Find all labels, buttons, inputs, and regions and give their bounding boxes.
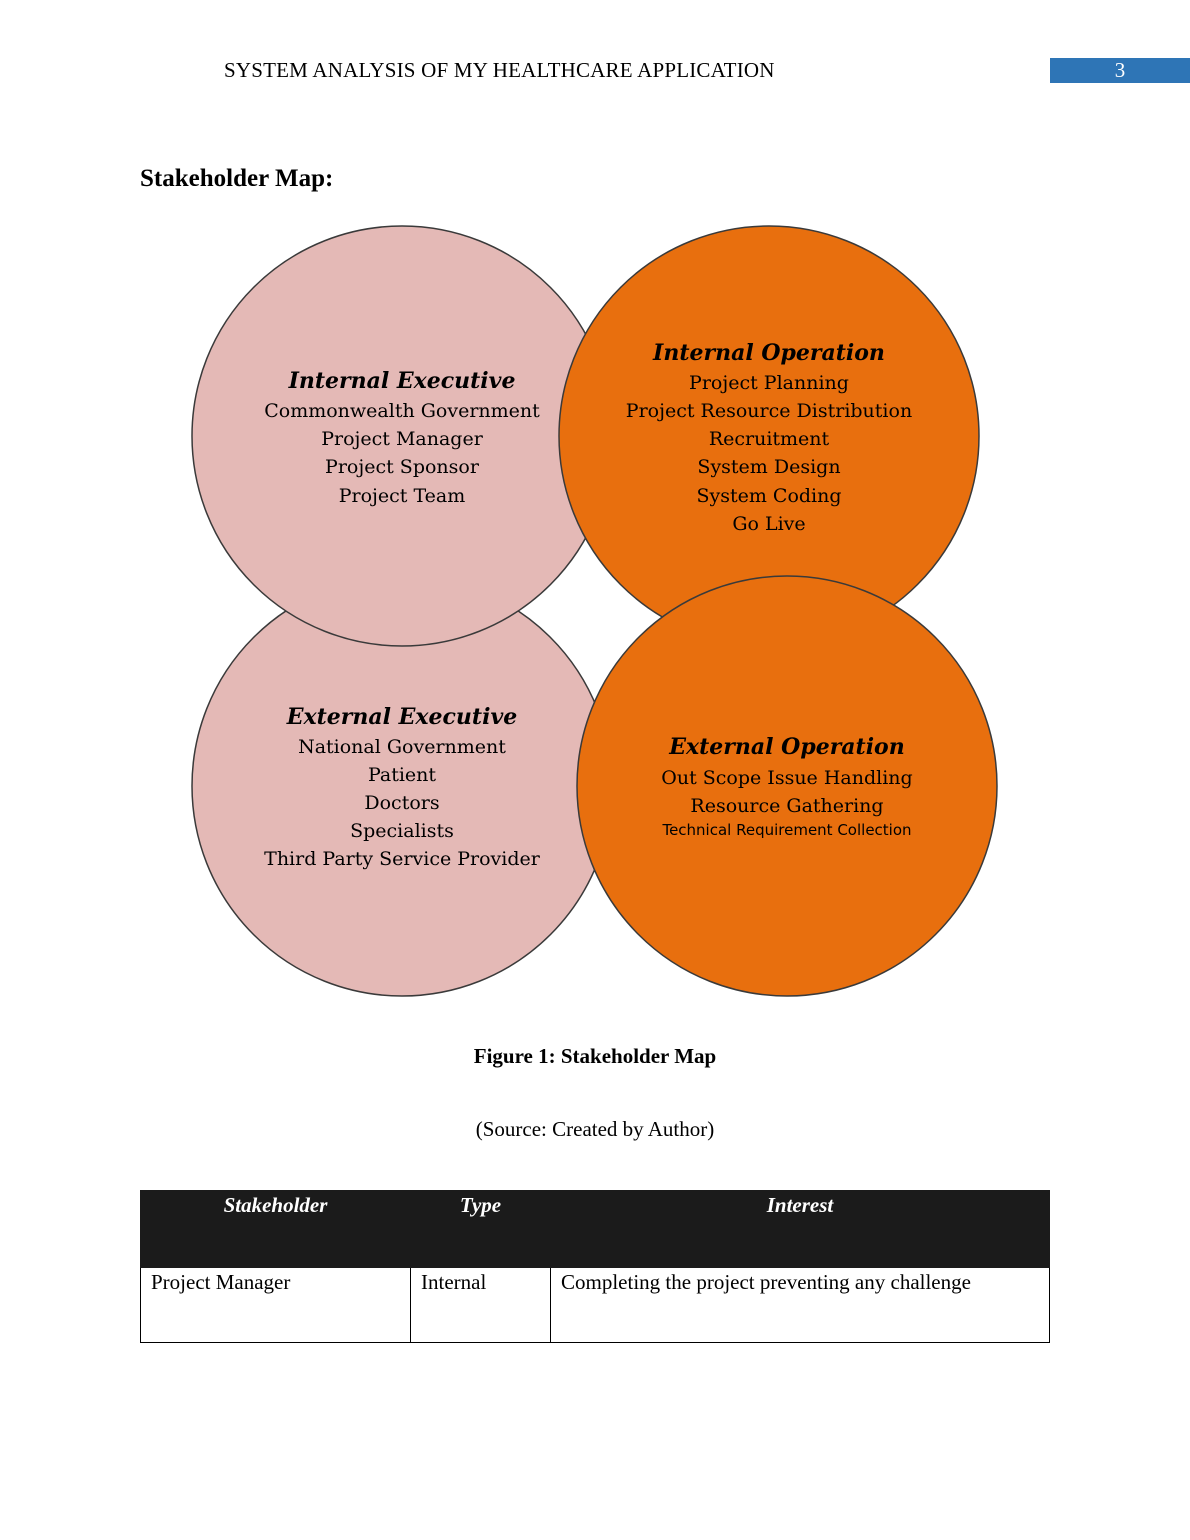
stakeholder-map-svg: Internal Executive Commonwealth Governme… <box>191 225 998 997</box>
stakeholder-map-diagram: Internal Executive Commonwealth Governme… <box>180 215 1010 1010</box>
table-header-type: Type <box>410 1190 551 1268</box>
external-operation-item: Out Scope Issue Handling <box>661 767 912 789</box>
table-row: Project Manager Internal Completing the … <box>140 1267 1050 1343</box>
stakeholder-table: Stakeholder Type Interest Project Manage… <box>140 1190 1050 1343</box>
internal-executive-item: Commonwealth Government <box>264 400 540 422</box>
page-number: 3 <box>1050 58 1190 83</box>
table-cell-type: Internal <box>410 1267 551 1343</box>
table-header-row: Stakeholder Type Interest <box>140 1190 1050 1268</box>
internal-operation-item: System Coding <box>696 485 841 507</box>
internal-executive-item: Project Team <box>339 485 466 507</box>
table-header-stakeholder: Stakeholder <box>140 1190 411 1268</box>
table-header-interest: Interest <box>550 1190 1050 1268</box>
external-executive-item: Third Party Service Provider <box>264 848 541 870</box>
external-operation-title: External Operation <box>668 734 904 760</box>
external-executive-item: Doctors <box>364 792 439 814</box>
internal-operation-item: Project Planning <box>689 372 849 394</box>
internal-operation-item: Go Live <box>732 513 805 535</box>
external-operation-small-item: Technical Requirement Collection <box>661 821 911 839</box>
external-executive-item: Patient <box>368 764 436 786</box>
internal-executive-item: Project Sponsor <box>325 456 480 478</box>
internal-executive-title: Internal Executive <box>288 368 516 394</box>
internal-operation-item: Recruitment <box>709 428 830 450</box>
external-operation-item: Resource Gathering <box>690 795 883 817</box>
internal-operation-item: Project Resource Distribution <box>626 400 912 422</box>
internal-executive-item: Project Manager <box>321 428 484 450</box>
running-header-title: SYSTEM ANALYSIS OF MY HEALTHCARE APPLICA… <box>224 58 775 82</box>
external-executive-item: Specialists <box>350 820 454 842</box>
external-executive-item: National Government <box>298 736 506 758</box>
section-title: Stakeholder Map: <box>140 165 334 192</box>
external-operation-circle <box>576 575 998 997</box>
figure-source: (Source: Created by Author) <box>475 1117 715 1141</box>
external-executive-title: External Executive <box>286 704 517 730</box>
internal-operation-item: System Design <box>697 456 840 478</box>
figure-caption: Figure 1: Stakeholder Map <box>473 1044 717 1068</box>
table-cell-interest: Completing the project preventing any ch… <box>550 1267 1050 1343</box>
internal-operation-title: Internal Operation <box>652 340 885 366</box>
table-cell-stakeholder: Project Manager <box>140 1267 411 1343</box>
